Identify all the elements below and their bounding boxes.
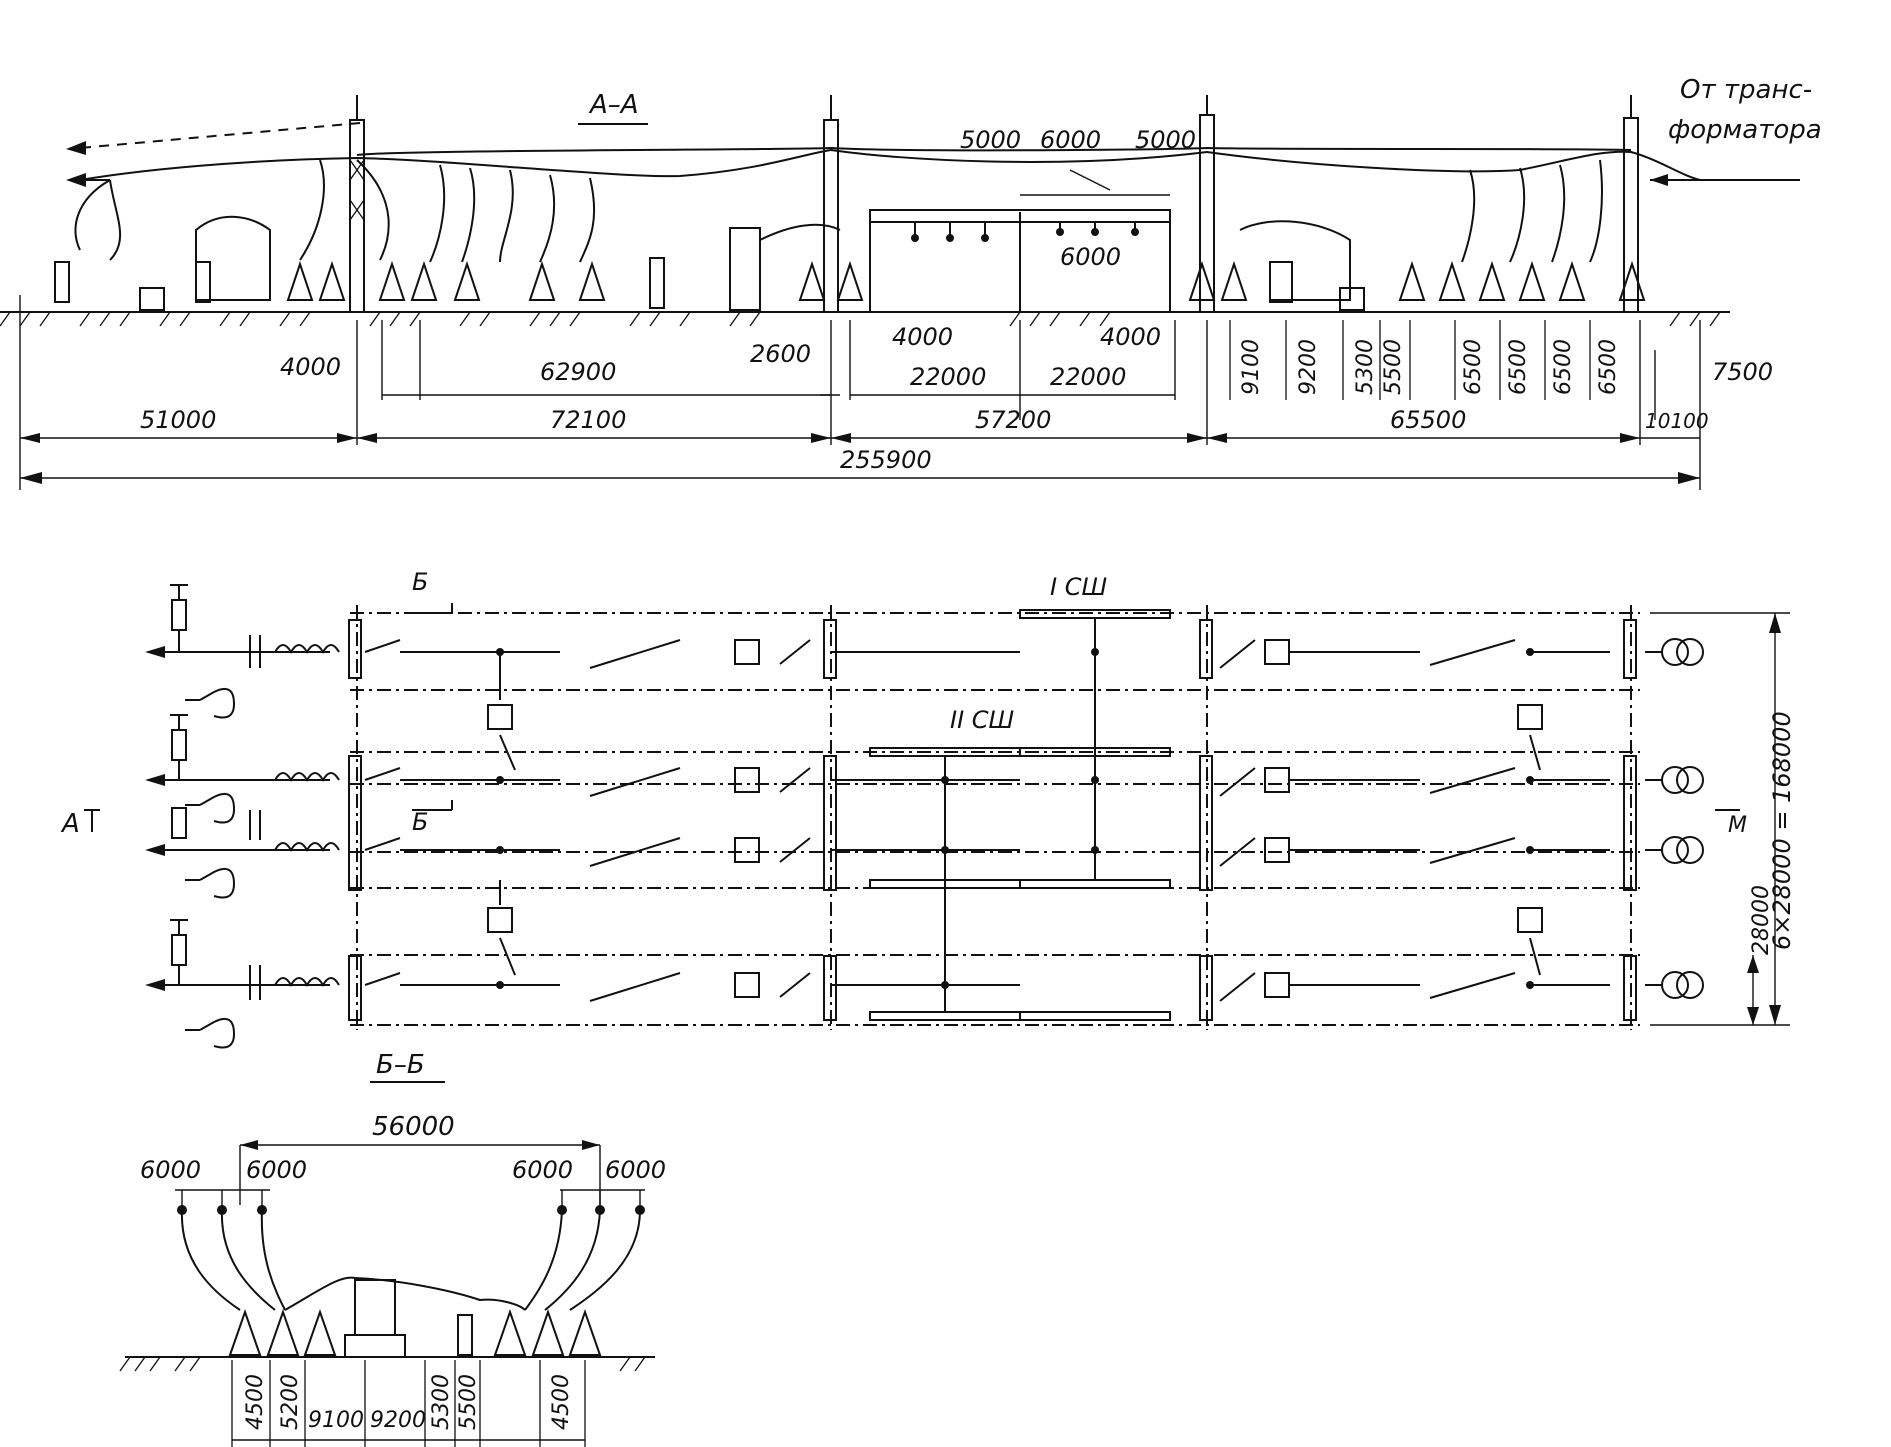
bb-dim-6000-4: 6000 — [605, 1156, 666, 1184]
dim-total-168000: 6×28000 = 168000 — [1768, 711, 1796, 950]
bus-label-1: I СШ — [1050, 573, 1107, 601]
bb-vdim-4500-right: 4500 — [549, 1374, 574, 1430]
top-dimension-3: 5000 — [1135, 126, 1196, 154]
cut-mark-b-top: Б — [412, 568, 428, 596]
ground-hatching — [0, 311, 1721, 327]
vdim-5300: 5300 — [1353, 339, 1378, 395]
bb-dim-6000-2: 6000 — [246, 1156, 307, 1184]
dim-step-28000: 28000 — [1749, 885, 1774, 955]
dimension-chain-row2: 51000 72100 57200 65500 10100 — [20, 406, 1709, 443]
bb-dim-9100: 9100 — [308, 1408, 364, 1433]
vdim-6500-1: 6500 — [1461, 339, 1486, 395]
bb-vdim-5200: 5200 — [278, 1374, 303, 1430]
dim-22000-a: 22000 — [910, 363, 986, 391]
dimension-chain-row1: 4000 62900 2600 4000 22000 22000 4000 75… — [19, 295, 1773, 490]
portal-tower-2 — [823, 95, 839, 313]
vdim-6500-3: 6500 — [1551, 339, 1576, 395]
dim-65500: 65500 — [1390, 406, 1466, 434]
dim-72100: 72100 — [550, 406, 626, 434]
dim-10100: 10100 — [1645, 409, 1709, 433]
transformer-bays — [1219, 638, 1704, 1002]
dim-4000-left: 4000 — [280, 353, 341, 381]
vdim-9100: 9100 — [1239, 339, 1264, 395]
axis-lines — [350, 612, 1640, 1026]
plan-view: А Б Б — [60, 568, 1796, 1049]
section-aa: А–А От транс- форматора — [0, 75, 1822, 490]
bb-dim-56000: 56000 — [372, 1112, 455, 1142]
dim-22000-b: 22000 — [1050, 363, 1126, 391]
inner-dimension: 6000 — [1060, 243, 1121, 271]
vdim-5500: 5500 — [1381, 339, 1406, 395]
bb-vdim-4500-left: 4500 — [243, 1374, 268, 1430]
line-terminal-equipment — [170, 584, 340, 1049]
bus-label-2: II СШ — [950, 706, 1015, 734]
bb-dim-6000-1: 6000 — [140, 1156, 201, 1184]
plan-dimensions: 6×28000 = 168000 28000 — [1650, 612, 1796, 1026]
top-dimension-2: 6000 — [1040, 126, 1101, 154]
vdim-6500-2: 6500 — [1506, 339, 1531, 395]
outgoing-line-dashed — [79, 122, 361, 149]
equipment-row-aa: 6000 5000 6000 5000 — [54, 126, 1646, 313]
section-mark-a: А — [60, 809, 80, 839]
top-dimension-1: 5000 — [960, 126, 1021, 154]
vdim-6500-4: 6500 — [1596, 339, 1621, 395]
source-label-line2: форматора — [1668, 115, 1822, 145]
portal-tower-3 — [1199, 95, 1215, 313]
bb-dim-9200: 9200 — [370, 1408, 426, 1433]
busbars: I СШ II СШ — [869, 573, 1171, 1021]
total-dimension: 255900 — [20, 446, 1700, 484]
bb-vdim-5300: 5300 — [429, 1374, 454, 1430]
mark-m: М — [1728, 813, 1747, 838]
bb-vdim-5500: 5500 — [456, 1374, 481, 1430]
bb-bottom-dims: 4500 5200 9100 9200 5300 5500 4500 — [231, 1360, 586, 1447]
portal-lines — [348, 605, 1637, 1030]
transformer-icons — [1645, 638, 1704, 999]
cut-mark-b-bottom: Б — [412, 808, 428, 836]
dim-4000-mid: 4000 — [892, 323, 953, 351]
section-aa-title: А–А — [588, 90, 639, 120]
portal-tower-4 — [1623, 95, 1639, 313]
feeder-rows — [145, 639, 1020, 1002]
dim-total-255900: 255900 — [840, 446, 932, 474]
dim-7500: 7500 — [1712, 358, 1773, 386]
vdim-9200: 9200 — [1296, 339, 1321, 395]
dim-51000: 51000 — [140, 406, 216, 434]
dim-62900: 62900 — [540, 358, 616, 386]
overhead-wire — [79, 148, 1701, 181]
source-label-line1: От транс- — [1680, 75, 1812, 105]
dim-2600: 2600 — [750, 340, 811, 368]
section-bb-title: Б–Б — [376, 1050, 425, 1080]
section-bb: Б–Б 56000 6000 6000 6000 6000 — [119, 1050, 666, 1447]
dim-57200: 57200 — [975, 406, 1051, 434]
portal-tower-1 — [349, 95, 365, 313]
dim-4000-right: 4000 — [1100, 323, 1161, 351]
bb-dim-6000-3: 6000 — [512, 1156, 573, 1184]
